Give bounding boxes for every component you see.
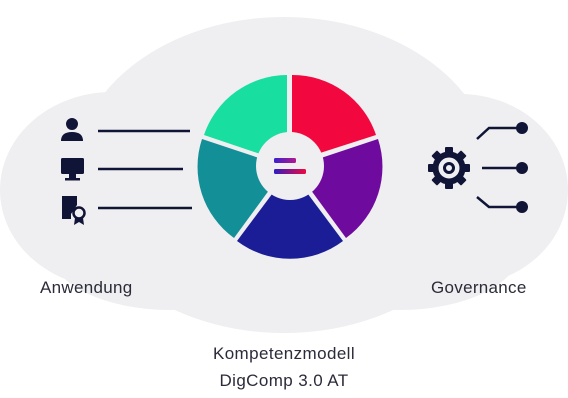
branch-endpoints: [516, 122, 528, 213]
digcomp-logo-icon: [274, 158, 306, 174]
cloud-background: [0, 17, 568, 333]
branch-connector-icon: [476, 126, 520, 209]
monitor-icon: [61, 158, 84, 181]
wheel-segment-red: [292, 74, 376, 162]
anwendung-label: Anwendung: [40, 278, 133, 297]
wheel-segment-navy: [237, 170, 343, 259]
wheel-center: [256, 132, 324, 200]
competence-wheel: [197, 74, 383, 259]
digcomp-version-label: DigComp 3.0 AT: [219, 371, 349, 390]
kompetenzmodell-label: Kompetenzmodell: [212, 344, 356, 363]
gear-icon: [428, 147, 470, 189]
anwendung-icons: [61, 118, 192, 225]
wheel-segment-green: [204, 75, 287, 163]
governance-label: Governance: [431, 278, 527, 297]
certificate-icon: [62, 196, 86, 225]
governance-icons: [428, 122, 528, 213]
person-icon: [61, 118, 83, 141]
